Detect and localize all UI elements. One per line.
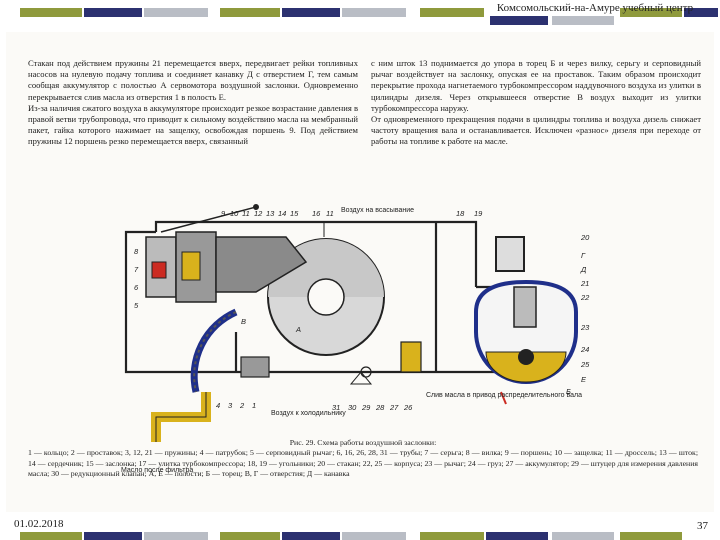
footer-block	[282, 532, 340, 540]
sickle-lever	[190, 308, 270, 393]
text-left-column: Стакан под действием пружины 21 перемеща…	[28, 58, 358, 147]
ref-number: 13	[266, 209, 275, 218]
header-decoration-bar	[0, 0, 720, 26]
footer-block	[84, 532, 142, 540]
ref-letter: В	[241, 317, 246, 326]
ref-number: 29	[361, 403, 371, 412]
ref-number: 12	[254, 209, 263, 218]
ref-number: 19	[474, 209, 483, 218]
footer-block	[342, 532, 406, 540]
footer-block	[420, 532, 484, 540]
footer-block	[144, 532, 208, 540]
ref-number: 4	[216, 401, 220, 410]
air-damper-diagram: Воздух на всасывание Масло после фильтра…	[121, 204, 590, 474]
page-number: 37	[697, 520, 708, 532]
ref-number: 10	[230, 209, 239, 218]
ref-number: 3	[228, 401, 233, 410]
ref-number: Д	[580, 265, 587, 274]
header-block	[620, 8, 682, 17]
footer-block	[486, 532, 548, 540]
footer-decoration-bar	[0, 532, 720, 540]
oil-inlet-pipe	[151, 392, 211, 442]
header-block	[342, 8, 406, 17]
header-block	[490, 16, 548, 25]
ref-number: Г	[581, 251, 586, 260]
ref-number: 28	[375, 403, 385, 412]
ref-number: 23	[580, 323, 590, 332]
ref-number: 15	[290, 209, 299, 218]
ref-letter: Б	[566, 387, 571, 396]
ref-letter: А	[295, 325, 301, 334]
label-oil-after-filter: Масло после фильтра	[121, 467, 193, 474]
footer-block	[552, 532, 614, 540]
ref-number: 8	[134, 247, 139, 256]
footer-block	[620, 532, 682, 540]
header-block	[220, 8, 280, 17]
ref-number: 11	[326, 209, 334, 218]
footer-block	[20, 532, 82, 540]
ref-number: 1	[252, 401, 256, 410]
header-block	[84, 8, 142, 17]
accumulator	[474, 236, 578, 405]
ref-number: 2	[239, 401, 245, 410]
ref-number: 22	[580, 293, 590, 302]
header-title: Комсомольский-на-Амуре учебный центр	[496, 2, 694, 14]
caption-title: Рис. 29. Схема работы воздушной заслонки…	[289, 438, 437, 447]
ref-number: 21	[580, 279, 589, 288]
ref-number: 16	[312, 209, 321, 218]
label-air-inlet: Воздух на всасывание	[341, 207, 414, 214]
ref-number: 20	[580, 233, 590, 242]
text-right-column: с ним шток 13 поднимается до упора в тор…	[371, 58, 701, 147]
label-air-to-cooler: Воздух к холодильнику	[271, 410, 346, 417]
header-block	[552, 16, 614, 25]
label-oil-drain: Слив масла в привод распределительного в…	[426, 392, 582, 399]
header-block	[684, 8, 718, 17]
ref-number: 5	[134, 301, 139, 310]
ref-number: 24	[580, 345, 589, 354]
footer-block	[220, 532, 280, 540]
ref-number: 7	[134, 265, 139, 274]
header-block	[420, 8, 484, 17]
ref-number: 26	[403, 403, 413, 412]
ref-number: Е	[581, 375, 587, 384]
ref-number: 14	[278, 209, 286, 218]
caption-body: 1 — кольцо; 2 — проставок; 3, 12, 21 — п…	[28, 448, 698, 479]
ref-number: 9	[221, 209, 226, 218]
header-block	[282, 8, 340, 17]
damper-servomotor	[145, 204, 308, 303]
reducing-valve	[349, 341, 422, 385]
header-block	[20, 8, 82, 17]
footer-date: 01.02.2018	[14, 518, 64, 530]
scanned-page: Стакан под действием пружины 21 перемеща…	[6, 32, 714, 512]
ref-number: 31	[332, 403, 340, 412]
ref-number: 25	[580, 360, 590, 369]
figure-caption: Рис. 29. Схема работы воздушной заслонки…	[28, 438, 698, 480]
ref-number: 18	[456, 209, 465, 218]
ref-number: 6	[134, 283, 139, 292]
ref-number: 11	[242, 209, 250, 218]
ref-number: 30	[348, 403, 357, 412]
ref-number: 27	[389, 403, 399, 412]
header-block	[144, 8, 208, 17]
